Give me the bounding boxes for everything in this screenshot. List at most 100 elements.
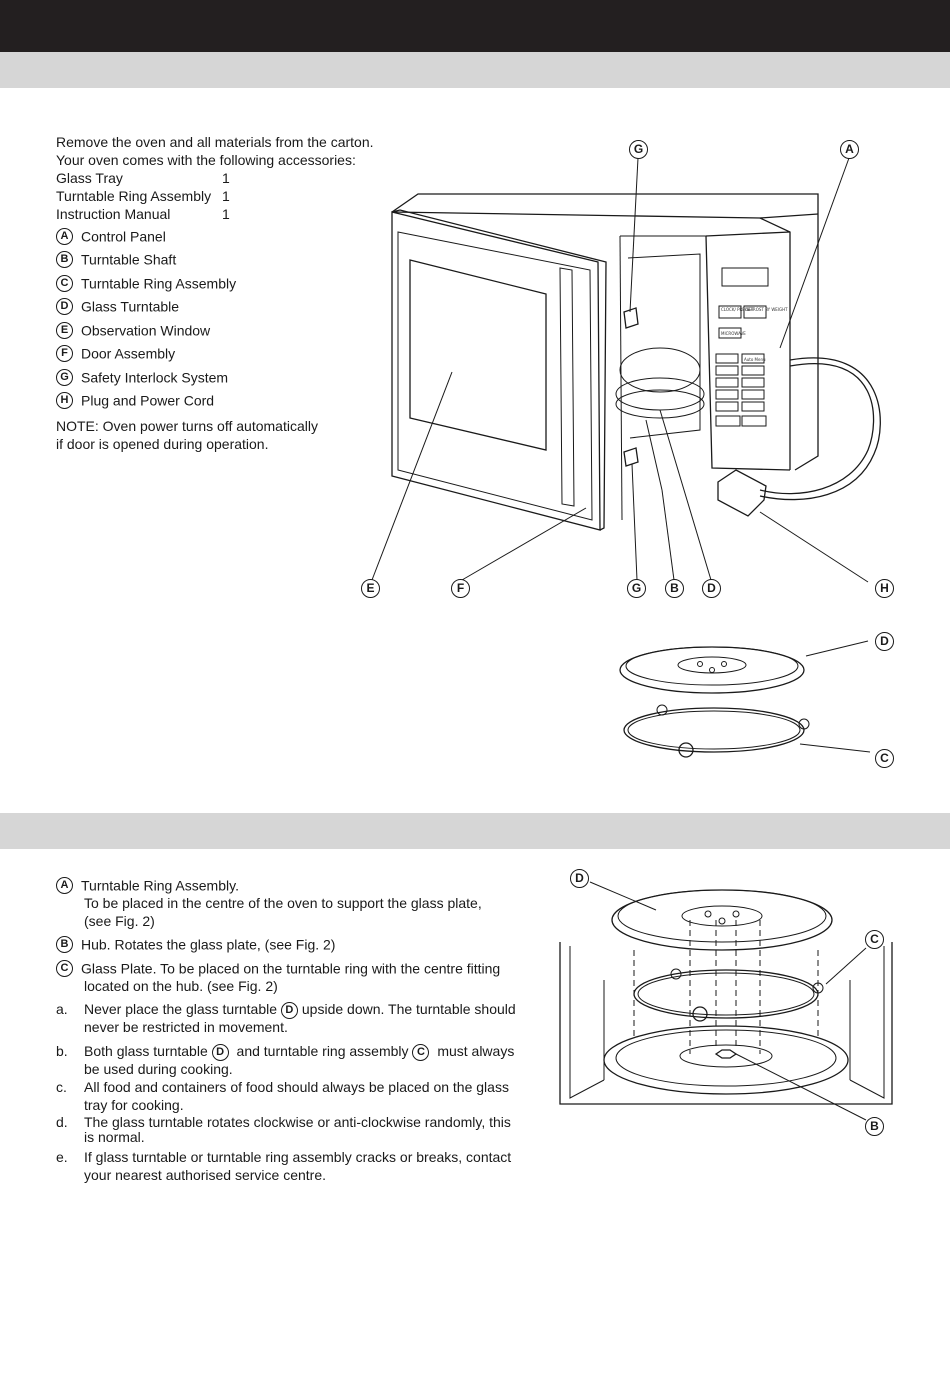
note-a-line-2: never be restricted in movement.	[84, 1019, 288, 1035]
callout-c-ring: C	[875, 749, 894, 768]
item-letter: C	[56, 959, 73, 977]
note-letter: D	[280, 1001, 298, 1019]
part-list-item: D Glass Turntable	[56, 296, 179, 315]
intro-line-2: Your oven comes with the following acces…	[56, 152, 356, 168]
panel-key-defrost: DEFROST BY WEIGHT	[745, 307, 788, 312]
part-letter: G	[56, 368, 73, 386]
callout-d: D	[702, 579, 721, 598]
control-panel: CLOCK/ PRE-SET DEFROST BY WEIGHT MICROWA…	[715, 267, 788, 427]
callout-e: E	[361, 579, 380, 598]
oven-door	[391, 209, 607, 531]
part-label: Turntable Ring Assembly	[81, 275, 237, 292]
note-letter: D	[211, 1043, 229, 1061]
panel-key-automenu: Auto Menu	[744, 357, 766, 362]
note-text: and turntable ring assembly	[236, 1043, 409, 1059]
part-label: Safety Interlock System	[81, 369, 229, 386]
part-letter: H	[56, 391, 73, 409]
callout-b-fig2: B	[865, 1117, 884, 1136]
note-c-line-1: All food and containers of food should a…	[84, 1079, 509, 1095]
note-b-line-2: be used during cooking.	[84, 1061, 233, 1077]
safety-interlocks	[623, 307, 639, 467]
item-line: located on the hub. (see Fig. 2)	[84, 978, 278, 994]
note-marker: e.	[56, 1149, 68, 1165]
part-label: Glass Turntable	[81, 298, 180, 315]
callout-h: H	[875, 579, 894, 598]
part-list-item: H Plug and Power Cord	[56, 390, 214, 409]
cavity-outline	[559, 942, 893, 1105]
section-band-2	[0, 813, 950, 849]
item-line: Glass Plate. To be placed on the turntab…	[81, 960, 501, 977]
note-marker: b.	[56, 1043, 68, 1059]
callout-a: A	[840, 140, 859, 159]
note-text: must always	[437, 1043, 515, 1059]
intro-line-1: Remove the oven and all materials from t…	[56, 134, 374, 150]
accessory-qty: 1	[222, 170, 230, 186]
note-marker: a.	[56, 1001, 68, 1017]
turntable-item: A Turntable Ring Assembly.	[56, 875, 239, 894]
panel-key-microwave: MICROWAVE	[721, 331, 746, 336]
glass-plate	[611, 889, 833, 951]
part-list-item: F Door Assembly	[56, 343, 175, 362]
section-band-1	[0, 52, 950, 88]
note-e-line-2: your nearest authorised service centre.	[84, 1167, 327, 1183]
part-label: Control Panel	[81, 228, 166, 245]
part-list-item: C Turntable Ring Assembly	[56, 273, 236, 292]
part-letter: A	[56, 227, 73, 245]
note-c-line-2: tray for cooking.	[84, 1097, 184, 1113]
power-cord	[717, 357, 881, 517]
note-line-2: if door is opened during operation.	[56, 436, 269, 452]
header-bar	[0, 0, 950, 52]
item-letter: B	[56, 935, 73, 953]
part-label: Turntable Shaft	[81, 251, 177, 268]
accessory-qty: 1	[222, 188, 230, 204]
part-letter: D	[56, 297, 73, 315]
note-marker: c.	[56, 1079, 67, 1095]
leader-lines	[371, 157, 871, 753]
part-list-item: B Turntable Shaft	[56, 249, 176, 268]
item-line: Hub. Rotates the glass plate, (see Fig. …	[81, 936, 336, 953]
microwave-illustration: CLOCK/ PRE-SET DEFROST BY WEIGHT MICROWA…	[371, 157, 881, 758]
callout-f: F	[451, 579, 470, 598]
note-d-line-2: is normal.	[84, 1129, 145, 1145]
note-d-line-1: The glass turntable rotates clockwise or…	[84, 1114, 511, 1130]
part-list-item: E Observation Window	[56, 320, 210, 339]
accessory-qty: 1	[222, 206, 230, 222]
turntable-ring	[633, 968, 824, 1022]
callout-b: B	[665, 579, 684, 598]
alignment-lines	[633, 920, 819, 1054]
turntable-ring-illustration	[623, 704, 810, 758]
part-letter: E	[56, 321, 73, 339]
note-b-line-1: Both glass turntable D and turntable rin…	[84, 1042, 514, 1061]
item-letter: A	[56, 876, 73, 894]
item-line: Turntable Ring Assembly.	[81, 877, 239, 894]
callout-c-fig2: C	[865, 930, 884, 949]
part-label: Door Assembly	[81, 345, 176, 362]
note-letter: C	[412, 1043, 430, 1061]
callout-g-bottom: G	[627, 579, 646, 598]
callout-d-fig2: D	[570, 869, 589, 888]
panel-key-clock: CLOCK/ PRE-SET	[721, 307, 754, 312]
section2-leader-lines	[589, 881, 867, 1121]
accessory-name: Glass Tray	[56, 170, 123, 186]
note-e-line-1: If glass turntable or turntable ring ass…	[84, 1149, 512, 1165]
part-letter: F	[56, 344, 73, 362]
note-text: Never place the glass turntable	[84, 1001, 277, 1017]
note-marker: d.	[56, 1114, 68, 1130]
part-label: Plug and Power Cord	[81, 392, 215, 409]
turntable-item: C Glass Plate. To be placed on the turnta…	[56, 958, 500, 977]
cavity-floor	[603, 1025, 849, 1095]
item-line: (see Fig. 2)	[84, 913, 155, 929]
callout-g-top: G	[629, 140, 648, 159]
part-letter: C	[56, 274, 73, 292]
accessory-name: Turntable Ring Assembly	[56, 188, 212, 204]
callout-d-tray: D	[875, 632, 894, 651]
accessory-name: Instruction Manual	[56, 206, 171, 222]
part-list-item: A Control Panel	[56, 226, 166, 245]
part-letter: B	[56, 250, 73, 268]
note-text: Both glass turntable	[84, 1043, 208, 1059]
note-text: upside down. The turntable should	[301, 1001, 516, 1017]
glass-tray-illustration	[619, 646, 805, 694]
part-label: Observation Window	[81, 322, 211, 339]
oven-cavity	[615, 253, 705, 439]
